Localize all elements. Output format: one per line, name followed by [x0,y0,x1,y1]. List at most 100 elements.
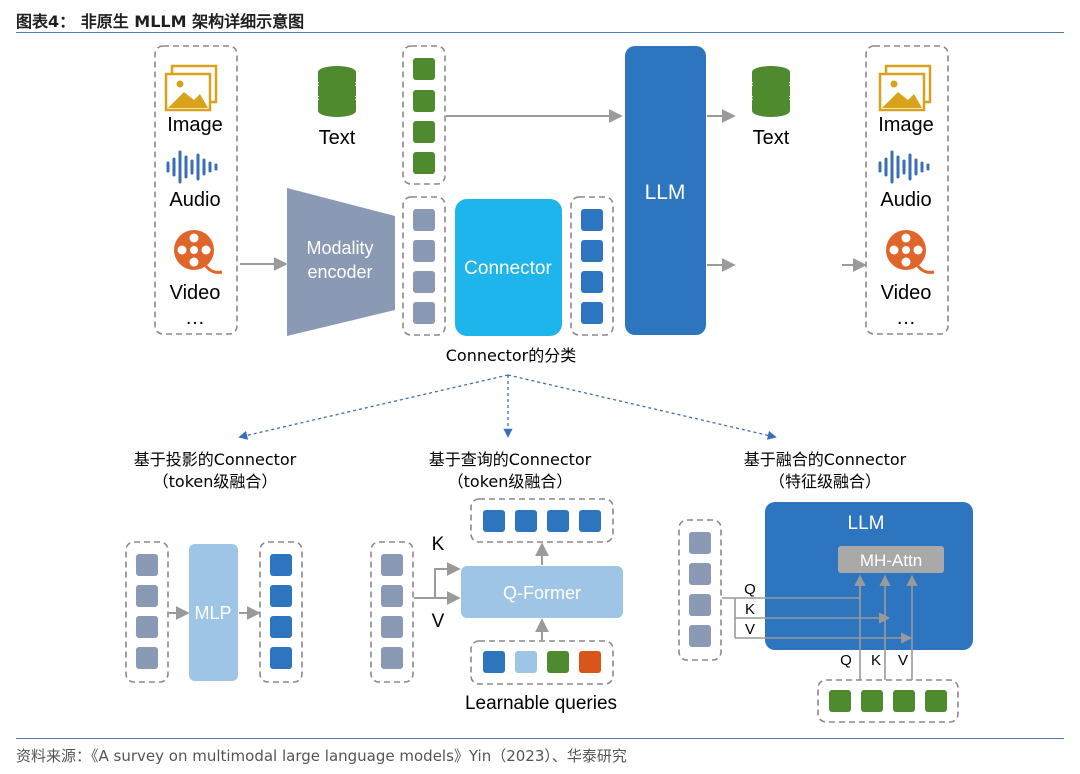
connector-token [581,209,603,231]
mlp-output-token [270,554,292,576]
modality-encoder-label-line1: Modality [306,238,373,258]
encoder-token-group [402,196,446,336]
video-reel-icon [174,230,223,274]
input-video-label: Video [170,282,221,304]
fusion-llm-label: LLM [848,513,885,534]
fusion-bottom-token [829,690,851,712]
learnable-query-token [515,651,537,673]
connector-token [581,240,603,262]
mlp-label: MLP [194,603,231,623]
category-query-title: 基于查询的Connector [429,450,592,469]
branch-arrow-fusion [507,374,777,440]
mh-attn-label: MH-Attn [860,551,922,570]
encoder-token [413,209,435,231]
learnable-query-token [579,651,601,673]
modality-encoder-label-line2: encoder [307,262,372,282]
output-video-reel-icon [886,230,935,274]
mlp-input-token [136,554,158,576]
mlp-input-token [136,585,158,607]
category-fusion-subtitle: （特征级融合） [769,472,881,491]
arrow-k-to-qformer [414,562,461,599]
encoder-token [413,271,435,293]
encoder-token [413,302,435,324]
qformer-label: Q-Former [503,583,581,603]
audio-icon [166,150,218,184]
qformer-block [461,566,623,618]
qformer-k-label: K [432,534,445,555]
qformer-input-token [381,585,403,607]
modality-encoder-block [287,188,395,336]
qformer-v-label: V [432,611,445,632]
fusion-input-token [689,563,711,585]
output-text-label: Text [753,127,790,149]
output-audio-icon [878,150,930,184]
title-divider [16,32,1064,33]
branch-arrow-projection [238,374,509,440]
encoder-token [413,240,435,262]
fusion-input-token [689,625,711,647]
fusion-bottom-q-label: Q [840,652,852,669]
mlp-input-token-group [125,541,169,683]
image-icon [164,64,218,112]
output-database-icon [752,66,790,117]
learnable-queries-group [470,640,614,685]
qformer-output-token [579,510,601,532]
text-token [413,152,435,174]
input-image-label: Image [167,114,223,136]
fusion-input-token-group [678,519,722,661]
mlp-output-token [270,616,292,638]
category-projection-title: 基于投影的Connector [134,450,297,469]
fusion-llm-block [765,502,973,650]
qformer-output-token-group [470,498,614,543]
qformer-input-token-group [370,541,414,683]
output-video-label: Video [881,282,932,304]
input-more-label: … [185,307,205,329]
fusion-bottom-token [861,690,883,712]
fusion-bottom-token [893,690,915,712]
qformer-input-token [381,647,403,669]
fusion-input-token [689,532,711,554]
mlp-output-token-group [259,541,303,683]
text-token [413,121,435,143]
mlp-block [189,544,238,681]
mlp-output-token [270,585,292,607]
source-divider [16,738,1064,739]
category-query-subtitle: （token级融合） [448,472,573,491]
fusion-input-token [689,594,711,616]
learnable-queries-label: Learnable queries [465,693,617,714]
database-icon [318,66,356,117]
fusion-left-k-label: K [745,601,755,618]
mlp-input-token [136,647,158,669]
output-audio-label: Audio [880,189,931,211]
learnable-query-token [483,651,505,673]
fusion-bottom-token [925,690,947,712]
source-note: 资料来源：《A survey on multimodal large langu… [16,747,627,765]
category-fusion-title: 基于融合的Connector [744,450,907,469]
learnable-query-token [547,651,569,673]
connector-types-caption: Connector的分类 [446,346,577,365]
output-image-icon [878,64,932,112]
llm-label: LLM [645,181,686,204]
qformer-output-token [515,510,537,532]
fusion-bottom-v-label: V [898,652,908,669]
connector-block [455,199,562,336]
figure-title: 图表4： 非原生 MLLM 架构详细示意图 [16,12,305,31]
input-text-label: Text [319,127,356,149]
input-modalities-group [154,45,238,335]
output-more-label: … [896,307,916,329]
fusion-bottom-token-group [817,679,959,723]
connector-token-group [570,196,614,336]
output-modalities-group [865,45,949,335]
fusion-left-v-label: V [745,621,755,638]
category-projection-subtitle: （token级融合） [153,472,278,491]
fusion-left-q-label: Q [744,581,756,598]
qformer-input-token [381,554,403,576]
connector-token [581,271,603,293]
llm-block [625,46,706,335]
text-token [413,58,435,80]
connector-label: Connector [464,258,552,279]
mlp-output-token [270,647,292,669]
input-audio-label: Audio [169,189,220,211]
fusion-bottom-k-label: K [871,652,881,669]
